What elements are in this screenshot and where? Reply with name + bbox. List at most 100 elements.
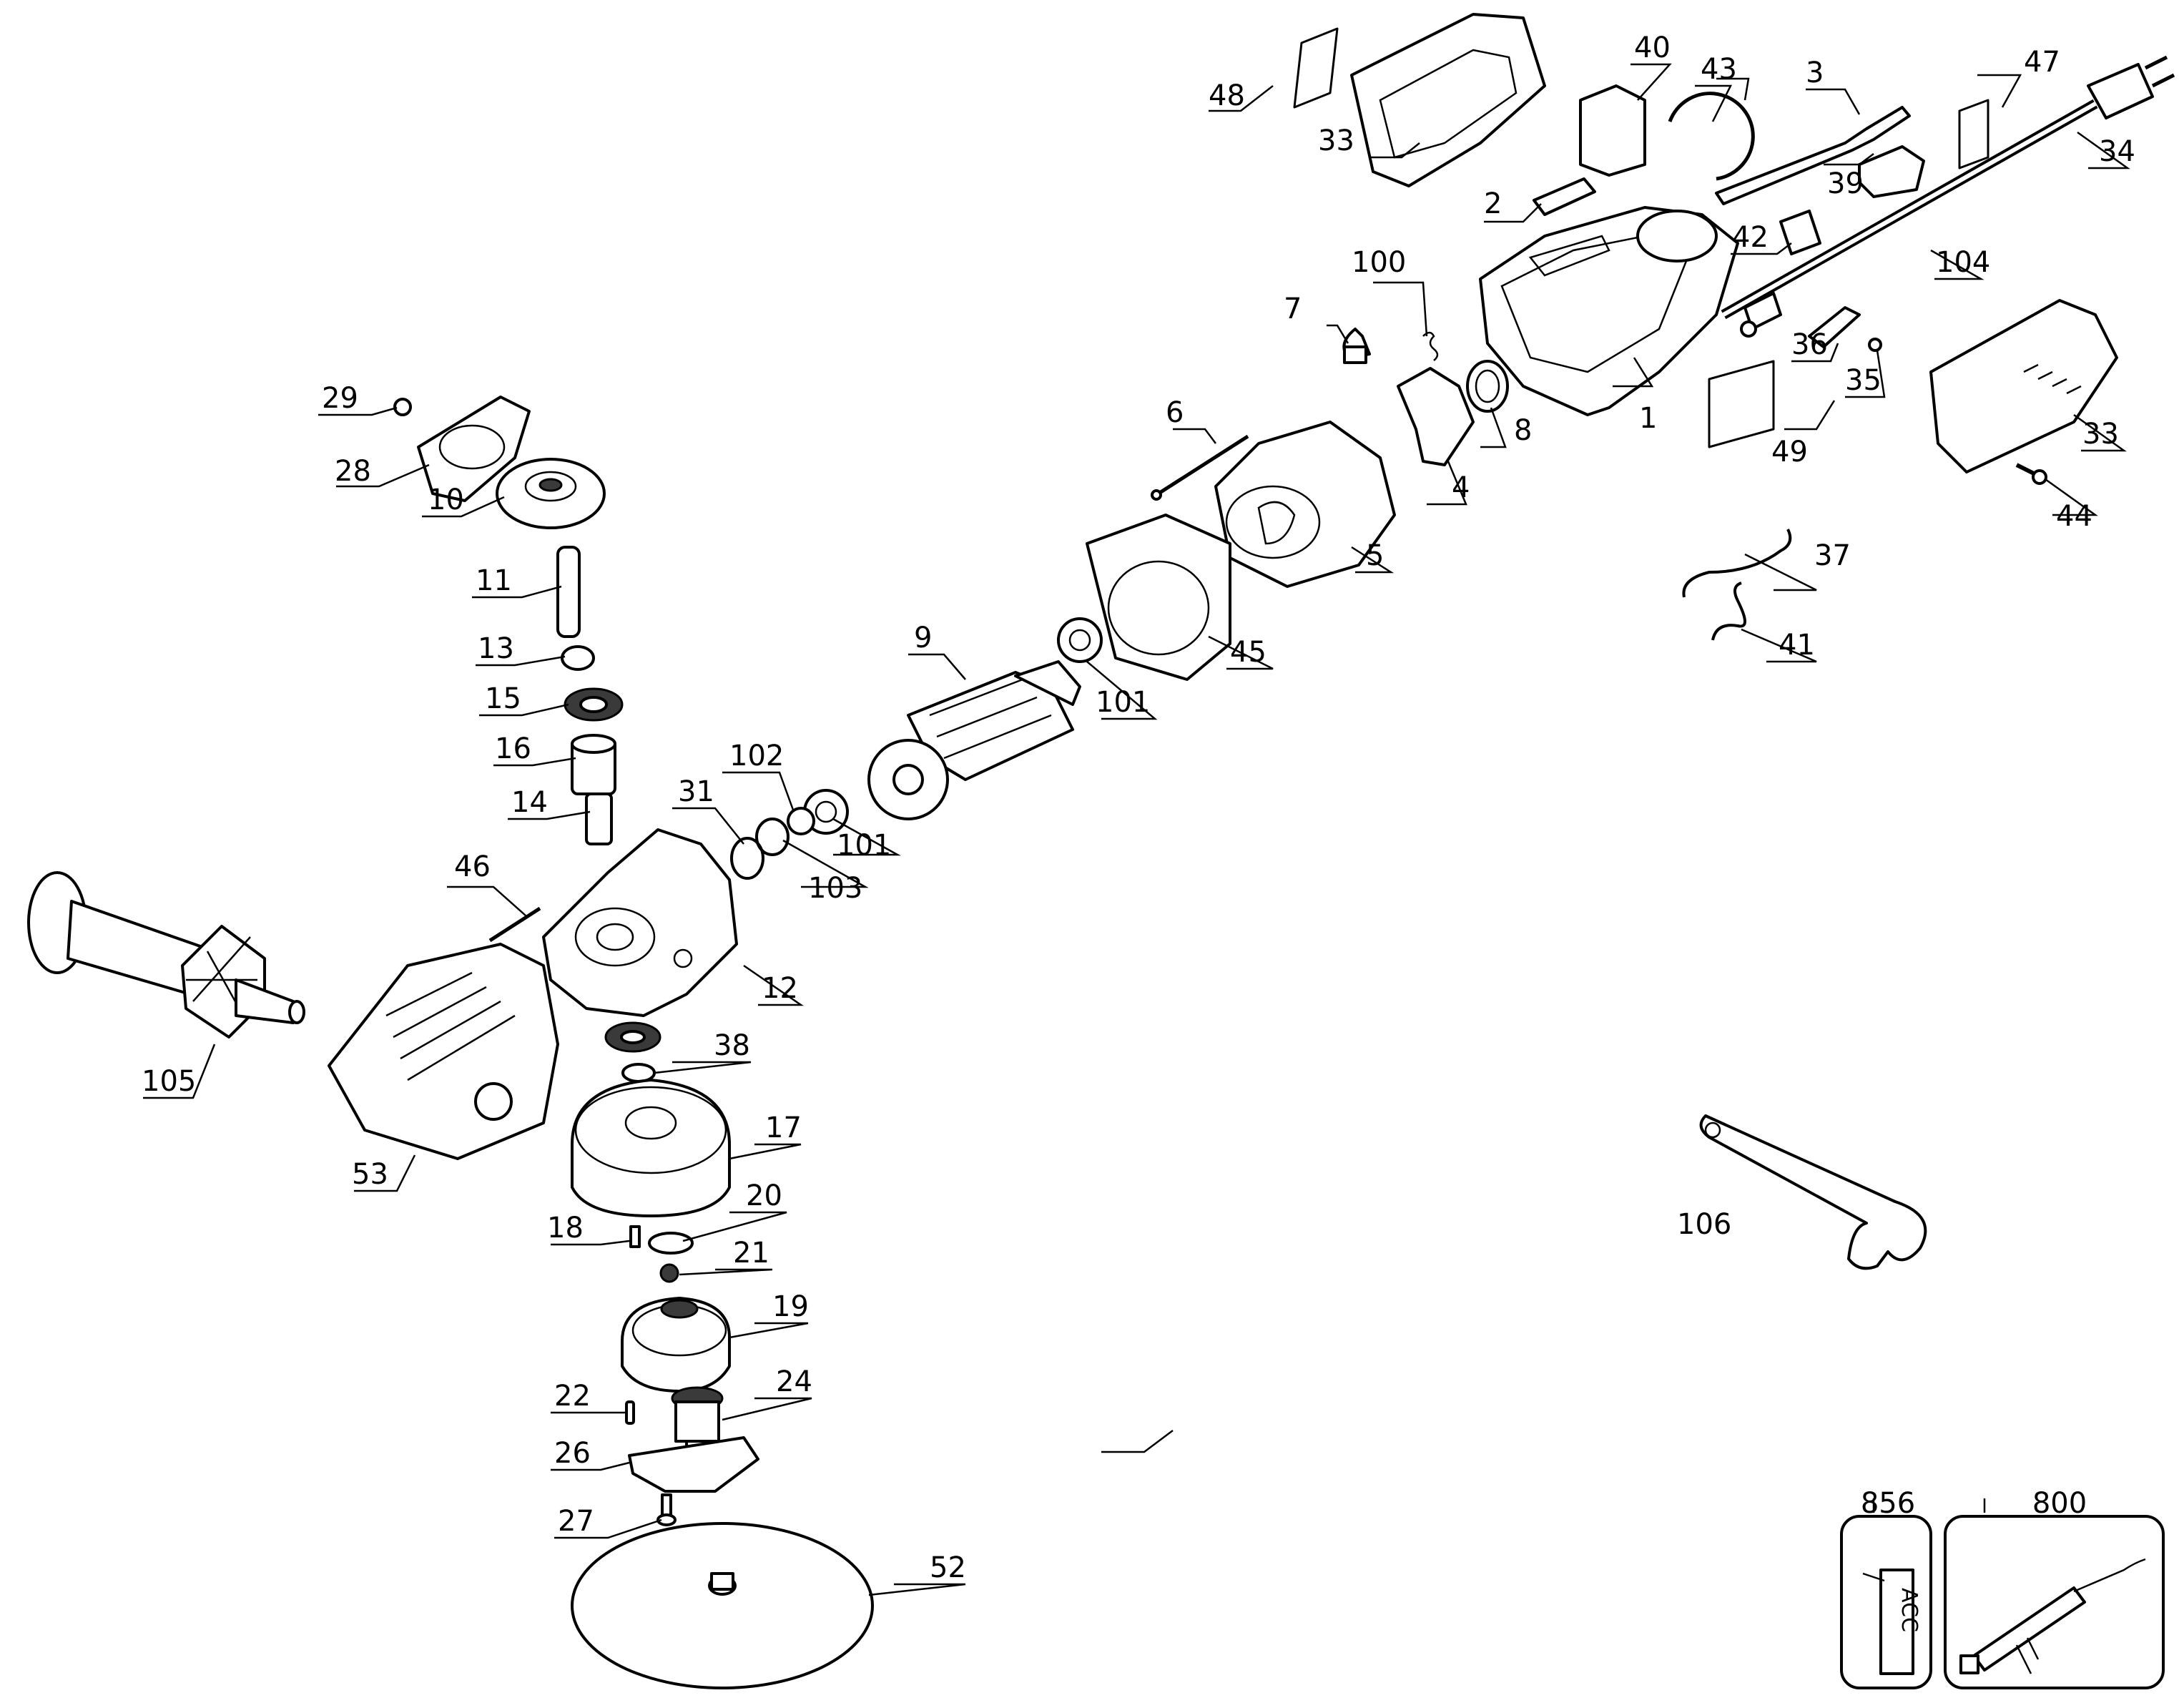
part-49-label: [1708, 360, 1775, 448]
part-43-retaining-ring: [1668, 92, 1755, 181]
label-2: 2: [1484, 187, 1502, 220]
inset-856-text: ACC: [1897, 1588, 1922, 1632]
part-106-wrench: [1699, 1114, 1927, 1270]
part-2-switch-button: [1533, 177, 1596, 216]
label-44: 44: [2056, 500, 2092, 533]
label-28: 28: [335, 455, 371, 488]
label-103: 103: [808, 872, 862, 905]
part-20-washer: [648, 1232, 694, 1255]
label-856: 856: [1861, 1487, 1915, 1520]
label-6: 6: [1166, 396, 1184, 429]
label-48: 48: [1209, 79, 1245, 112]
part-101-bearing-upper: [1057, 617, 1103, 663]
part-labels: 1 2 3 4 5 6 7 8 9 10 11 12 13 14 15 16 1…: [142, 31, 2135, 1584]
label-19: 19: [772, 1290, 809, 1323]
part-5-field-stator: [1214, 421, 1396, 588]
part-9-armature: [867, 660, 1081, 820]
part-18-pin: [629, 1225, 641, 1248]
part-38-bearing: [604, 1021, 661, 1083]
label-12: 12: [762, 972, 798, 1005]
label-1: 1: [1639, 402, 1657, 435]
part-35-screw: [1868, 338, 1882, 352]
label-3: 3: [1806, 57, 1824, 89]
label-800: 800: [2032, 1487, 2087, 1520]
part-102-washer: [787, 807, 815, 835]
label-34: 34: [2099, 135, 2135, 168]
inset-800-frame: [1944, 1515, 2165, 1689]
part-36-cord-clamp: [1808, 306, 1861, 348]
label-106: 106: [1677, 1208, 1731, 1241]
part-10-gear: [496, 458, 606, 529]
label-40: 40: [1634, 31, 1671, 64]
label-4: 4: [1452, 471, 1470, 504]
label-33-top: 33: [1318, 124, 1354, 157]
label-43: 43: [1701, 53, 1737, 86]
part-37-wire-spring: [1682, 529, 1792, 598]
part-13-bushing: [561, 645, 595, 671]
part-3-switch-rod: [1715, 106, 1911, 205]
label-49: 49: [1771, 436, 1808, 468]
part-33-upper-cover: [1350, 13, 1546, 187]
leader-lines: [143, 63, 2130, 1596]
part-47-label: [1958, 99, 1989, 170]
label-13: 13: [478, 632, 514, 665]
part-48-label: [1293, 27, 1339, 109]
label-36: 36: [1791, 328, 1828, 361]
part-100-spring: [1422, 331, 1439, 361]
label-5: 5: [1366, 539, 1384, 572]
label-21: 21: [733, 1237, 769, 1270]
part-6-long-screw: [1151, 434, 1249, 501]
label-31: 31: [678, 775, 714, 808]
label-45: 45: [1230, 636, 1266, 669]
part-104-cord-protector: [1740, 292, 1782, 338]
part-19-hub: [621, 1297, 731, 1393]
label-104: 104: [1936, 246, 1990, 279]
part-31-o-ring: [730, 837, 764, 880]
label-14: 14: [511, 786, 548, 819]
part-11-spindle: [556, 546, 581, 638]
part-22-pin: [625, 1400, 635, 1425]
label-42: 42: [1732, 221, 1769, 254]
part-29-screw: [393, 398, 412, 416]
part-28-cover-plate: [417, 396, 531, 502]
part-44-screw: [2015, 463, 2047, 485]
part-16-sleeve: [571, 734, 616, 795]
label-41: 41: [1779, 629, 1815, 662]
part-40-switch-body: [1579, 84, 1646, 177]
part-45-end-plate: [1086, 514, 1231, 681]
part-27-screw: [656, 1493, 677, 1526]
part-34-power-cord: [1721, 55, 2175, 320]
label-35: 35: [1845, 364, 1882, 397]
label-47: 47: [2024, 46, 2060, 79]
part-39-switch: [1858, 145, 1925, 198]
label-101-upper: 101: [1096, 686, 1150, 719]
label-9: 9: [914, 622, 932, 654]
part-8-ring: [1466, 360, 1509, 413]
part-52-backing-pad: [571, 1522, 874, 1689]
label-15: 15: [485, 682, 521, 715]
part-53-gear-cover: [328, 943, 559, 1160]
part-41-wire-spring: [1711, 581, 1746, 641]
part-46-pin: [488, 906, 541, 943]
part-7-brush: [1342, 328, 1371, 364]
part-1-motor-housing: [1479, 206, 1739, 416]
label-10: 10: [428, 484, 464, 516]
part-17-housing-cup: [571, 1079, 731, 1217]
label-52: 52: [930, 1551, 966, 1584]
label-27: 27: [558, 1505, 594, 1538]
label-24: 24: [776, 1365, 812, 1398]
part-12-gear-case: [542, 828, 738, 1017]
label-100: 100: [1352, 246, 1406, 279]
label-11: 11: [476, 564, 512, 597]
label-8: 8: [1514, 414, 1532, 447]
label-102: 102: [729, 740, 784, 772]
part-105-side-handle: [27, 871, 305, 1039]
label-7: 7: [1284, 293, 1302, 325]
part-26-backing-plate: [628, 1436, 759, 1493]
inset-856-frame: ACC: [1840, 1515, 1932, 1689]
label-33-bottom: 33: [2082, 418, 2119, 451]
part-21-nut: [659, 1263, 679, 1283]
part-103-bushing: [755, 818, 790, 856]
label-53: 53: [352, 1158, 388, 1191]
